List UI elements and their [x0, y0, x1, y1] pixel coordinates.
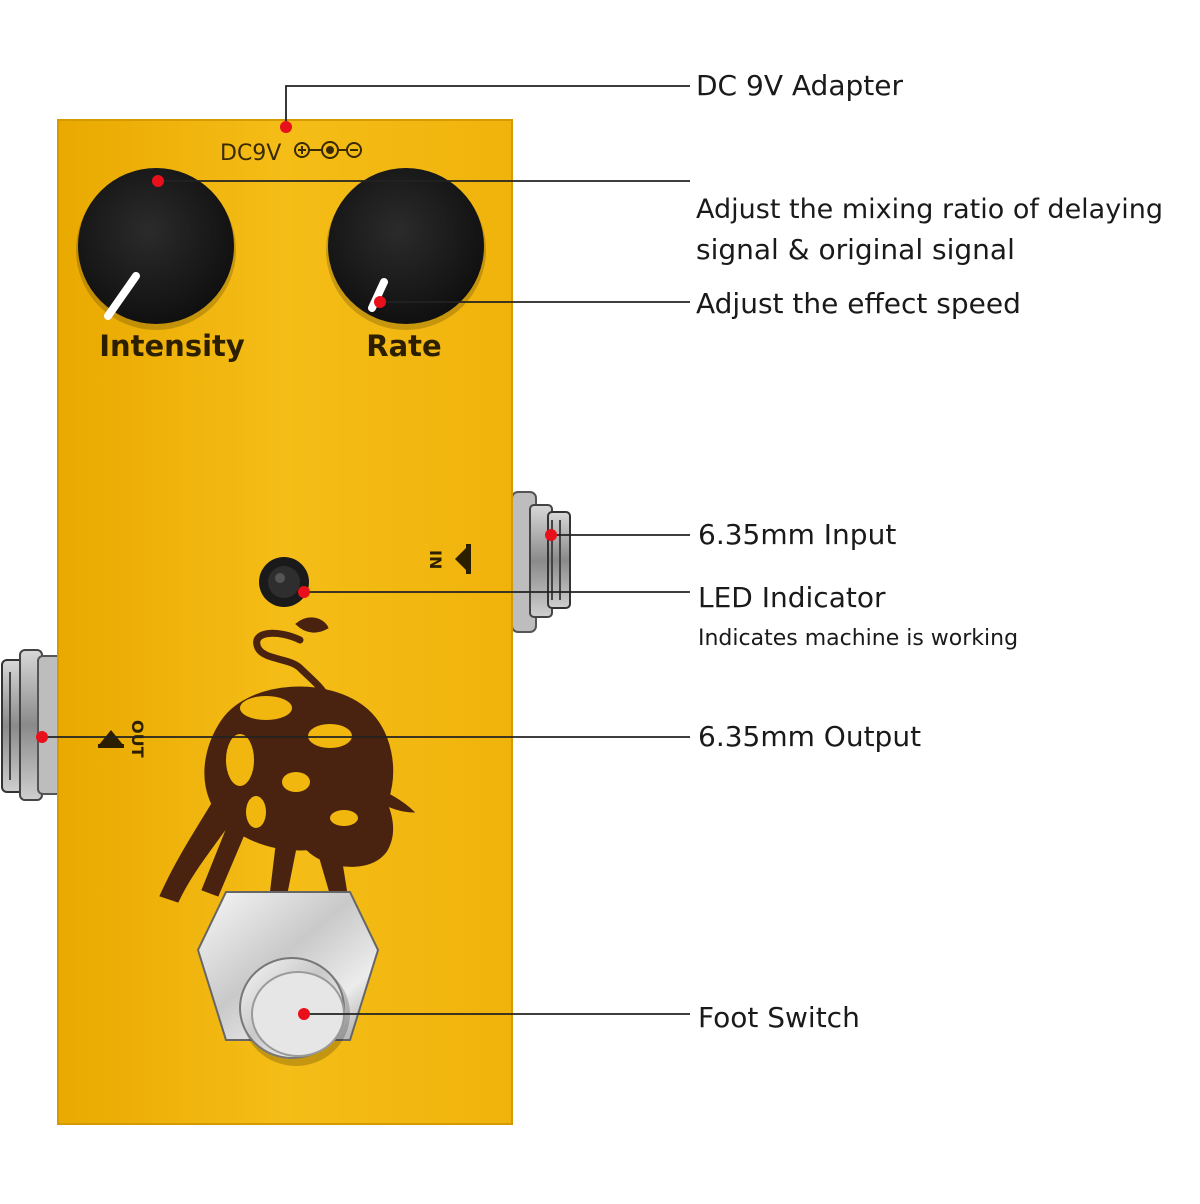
rate-label: Rate [366, 329, 441, 363]
foot-switch [196, 891, 380, 1066]
marker-input [545, 529, 557, 541]
marker-led [298, 586, 310, 598]
annotation-led-title: LED Indicator [698, 581, 886, 614]
output-jack [1, 649, 65, 801]
bull-emblem [159, 617, 416, 903]
annotation-intensity-line1: Adjust the mixing ratio of delaying [696, 194, 1163, 225]
annotation-foot-switch: Foot Switch [698, 1001, 860, 1034]
rate-knob [326, 168, 486, 330]
annotation-led-subtitle: Indicates machine is working [698, 626, 1019, 651]
annotation-rate: Adjust the effect speed [696, 287, 1021, 320]
intensity-knob [76, 168, 236, 330]
input-jack [511, 491, 571, 633]
annotation-intensity-line2: signal & original signal [696, 233, 1015, 266]
led-indicator [259, 557, 309, 607]
marker-dots [36, 121, 557, 1020]
annotation-dc-adapter: DC 9V Adapter [696, 69, 903, 102]
marker-dc-adapter [280, 121, 292, 133]
input-jack-label: IN [426, 550, 445, 569]
marker-intensity [152, 175, 164, 187]
polarity-icon [294, 141, 362, 159]
intensity-label: Intensity [99, 329, 245, 363]
marker-rate [374, 296, 386, 308]
leader-lines [42, 85, 690, 1015]
output-arrow-icon [98, 730, 124, 746]
annotation-output: 6.35mm Output [698, 720, 922, 753]
output-jack-label: OUT [128, 720, 147, 758]
marker-foot-switch [298, 1008, 310, 1020]
marker-output [36, 731, 48, 743]
input-marking: IN [426, 544, 471, 574]
annotation-input: 6.35mm Input [698, 518, 897, 551]
power-label: DC9V [220, 141, 281, 166]
leader-dc-adapter [285, 85, 690, 127]
output-marking: OUT [98, 720, 147, 758]
